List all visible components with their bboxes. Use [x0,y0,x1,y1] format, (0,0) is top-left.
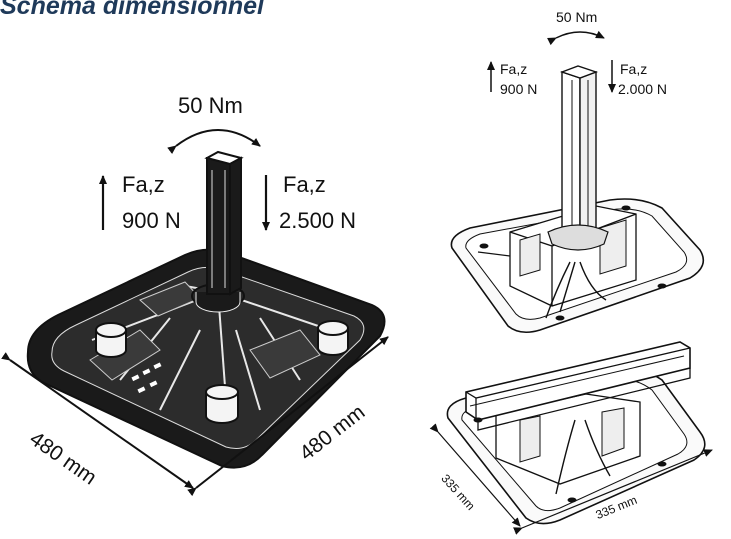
left-force-down-value: 2.500 N [279,208,357,233]
top-right-base-drawing [450,65,705,334]
top-right-force-down-label: Fa,z [620,61,648,77]
torque-arrow-icon [167,129,261,155]
left-force-up-label: Fa,z [122,172,165,197]
left-torque-label: 50 Nm [178,93,243,118]
bottom-right-base-drawing [446,341,706,525]
top-right-force-up-value: 900 N [500,81,538,97]
top-right-force-up-label: Fa,z [500,61,528,77]
dimension-arrow-icon [513,449,713,535]
top-right-force-down-value: 2.000 N [618,81,668,97]
dimension-arrow-icon [187,336,389,497]
left-force-down-label: Fa,z [283,172,326,197]
top-right-torque-label: 50 Nm [556,9,598,25]
page-title: Schéma dimensionnel [0,0,264,20]
torque-arrow-icon [547,30,605,46]
dimension-arrow-icon [1,352,194,489]
dimension-arrow-icon [429,423,521,527]
left-force-up-value: 900 N [122,208,181,233]
